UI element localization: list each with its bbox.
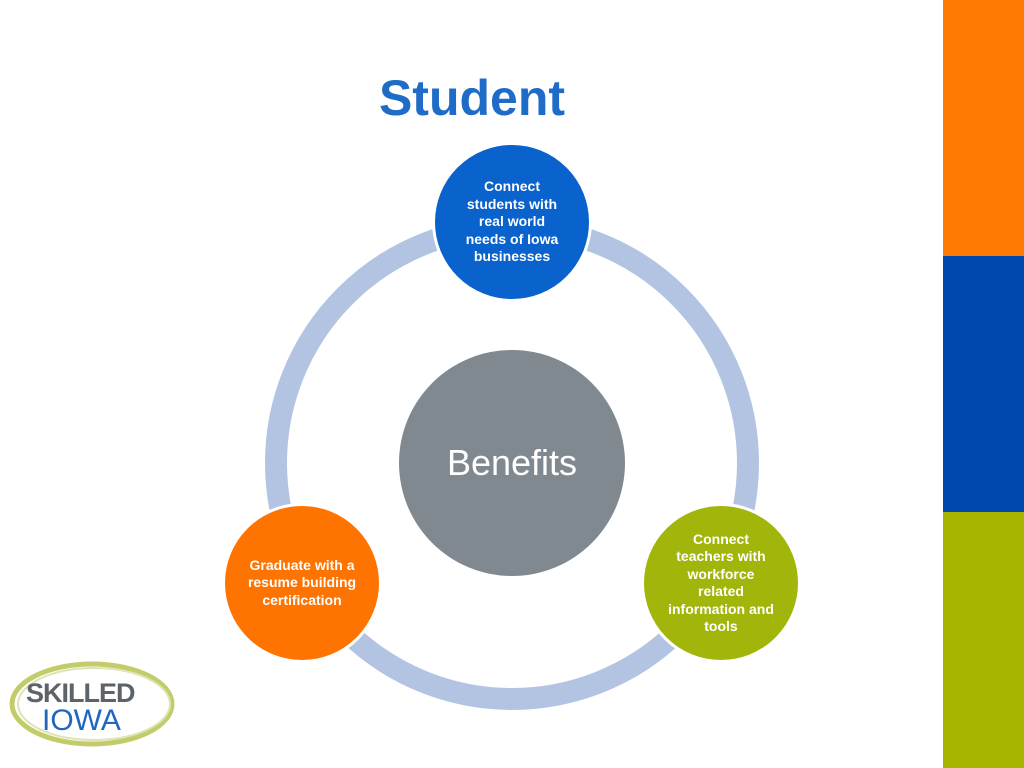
sidebar-band-green (943, 512, 1024, 768)
node-top-text: Connect students with real world needs o… (465, 178, 559, 265)
logo-word-iowa: IOWA (42, 704, 121, 737)
skilled-iowa-logo: SKILLED IOWA (9, 661, 175, 747)
node-bottom-left: Graduate with a resume building certific… (222, 503, 382, 663)
node-bottom-right-text: Connect teachers with workforce related … (668, 530, 774, 635)
node-bottom-right: Connect teachers with workforce related … (641, 503, 801, 663)
node-bottom-left-text: Graduate with a resume building certific… (247, 556, 357, 608)
center-label: Benefits (446, 442, 578, 483)
slide-title: Student (378, 70, 566, 126)
center-circle: Benefits (399, 350, 625, 576)
node-top: Connect students with real world needs o… (432, 142, 592, 302)
logo-word-skilled: SKILLED (26, 678, 135, 708)
sidebar-band-blue (943, 256, 1024, 512)
sidebar-band-orange (943, 0, 1024, 256)
